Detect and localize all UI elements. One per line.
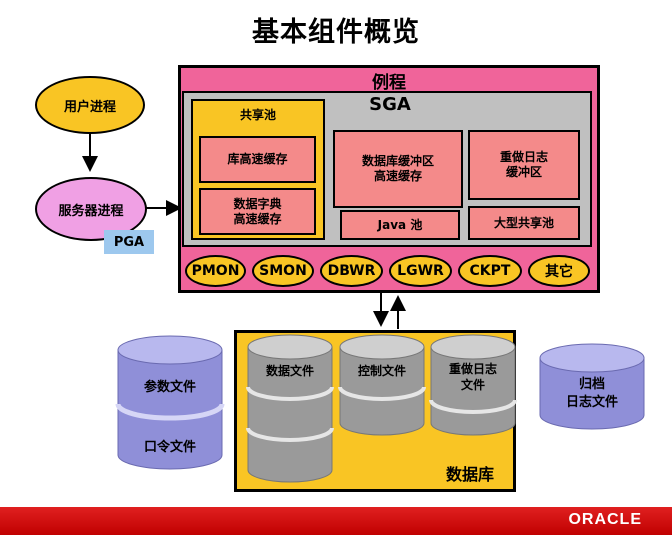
user-process-node: 用户进程 bbox=[35, 76, 145, 134]
db-buffer-cache-line1: 数据库缓冲区 bbox=[361, 154, 434, 168]
redo-log-buffer-line1: 重做日志 bbox=[499, 150, 548, 164]
smon-process: SMON bbox=[252, 255, 314, 287]
pga-label: PGA bbox=[113, 234, 145, 250]
dictionary-cache-line2: 高速缓存 bbox=[233, 211, 282, 226]
other-label: 其它 bbox=[545, 264, 573, 280]
dictionary-cache-line1: 数据字典 bbox=[233, 196, 282, 211]
pga-badge: PGA bbox=[104, 230, 154, 254]
library-cache-box: 库高速缓存 bbox=[199, 136, 316, 183]
server-process-node: 服务器进程 bbox=[35, 177, 147, 241]
redo-log-buffer-box: 重做日志 缓冲区 bbox=[468, 130, 580, 200]
archived-log-files-cylinder bbox=[539, 343, 645, 430]
sga-label: SGA bbox=[369, 94, 411, 115]
pmon-label: PMON bbox=[191, 263, 240, 279]
archived-log-files-label: 归档 日志文件 bbox=[540, 376, 644, 411]
parameter-file-label: 参数文件 bbox=[143, 380, 196, 395]
oracle-logo: ORACLE bbox=[568, 511, 642, 528]
ckpt-process: CKPT bbox=[458, 255, 522, 287]
user-process-label: 用户进程 bbox=[63, 99, 116, 115]
java-pool-label: Java 池 bbox=[377, 217, 423, 232]
parameter-password-cylinder bbox=[115, 335, 225, 470]
large-pool-box: 大型共享池 bbox=[468, 206, 580, 240]
lgwr-label: LGWR bbox=[397, 263, 444, 279]
footer-bar bbox=[0, 507, 672, 535]
dictionary-cache-box: 数据字典 高速缓存 bbox=[199, 188, 316, 235]
lgwr-process: LGWR bbox=[389, 255, 452, 287]
other-process: 其它 bbox=[528, 255, 590, 287]
library-cache-label: 库高速缓存 bbox=[227, 152, 288, 166]
instance-label: 例程 bbox=[372, 73, 406, 93]
data-files-cylinder bbox=[246, 334, 334, 483]
control-files-label: 控制文件 bbox=[357, 364, 406, 378]
dbwr-label: DBWR bbox=[327, 263, 376, 279]
db-buffer-cache-box: 数据库缓冲区 高速缓存 bbox=[333, 130, 463, 208]
server-process-label: 服务器进程 bbox=[58, 203, 124, 219]
data-files-label: 数据文件 bbox=[265, 364, 314, 378]
redo-log-files-line1: 重做日志 bbox=[448, 362, 497, 376]
redo-log-buffer-line2: 缓冲区 bbox=[505, 165, 542, 179]
page-title: 基本组件概览 bbox=[252, 17, 420, 48]
database-label: 数据库 bbox=[445, 465, 494, 484]
smon-label: SMON bbox=[259, 263, 307, 279]
archived-log-files-line1: 归档 bbox=[578, 377, 605, 392]
large-pool-label: 大型共享池 bbox=[493, 215, 554, 230]
redo-log-files-cylinder bbox=[429, 334, 517, 436]
password-file-label: 口令文件 bbox=[143, 440, 196, 455]
db-buffer-cache-line2: 高速缓存 bbox=[373, 169, 422, 183]
ckpt-label: CKPT bbox=[469, 263, 511, 279]
shared-pool-label: 共享池 bbox=[239, 108, 276, 122]
pmon-process: PMON bbox=[185, 255, 246, 287]
dbwr-process: DBWR bbox=[320, 255, 383, 287]
redo-log-files-label: 重做日志 文件 bbox=[431, 362, 515, 393]
redo-log-files-line2: 文件 bbox=[460, 377, 485, 392]
archived-log-files-line2: 日志文件 bbox=[565, 394, 618, 410]
java-pool-box: Java 池 bbox=[340, 210, 460, 240]
control-files-cylinder bbox=[338, 334, 426, 436]
